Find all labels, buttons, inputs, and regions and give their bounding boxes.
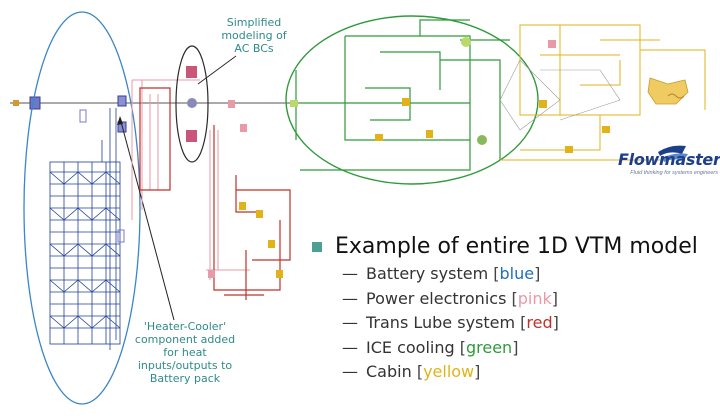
component-box-icon xyxy=(117,229,125,243)
arrowhead-icon xyxy=(117,116,123,125)
square-bullet-icon xyxy=(312,241,322,252)
ac-junction-icon xyxy=(187,98,197,108)
simplified-modeling-pointer xyxy=(197,55,237,85)
component-box-icon xyxy=(208,270,215,278)
component-box-icon xyxy=(256,210,263,218)
component-box-icon xyxy=(79,109,87,123)
component-box-icon xyxy=(276,270,283,278)
dash-bullet-icon: — xyxy=(342,337,358,357)
heater-cooler-pointer-arrow xyxy=(119,117,175,321)
legend-item-color-name: red xyxy=(526,313,553,332)
legend-item-color-name: pink xyxy=(517,288,552,308)
battery-pack-grid xyxy=(49,108,121,350)
legend-item-label: Power electronics xyxy=(366,288,512,308)
component-box-icon xyxy=(239,202,246,210)
trans-lube-lines xyxy=(139,87,291,300)
legend-item-label: Trans Lube system xyxy=(366,313,521,332)
car-seat-icon xyxy=(647,77,689,105)
component-box-icon xyxy=(565,146,573,153)
flowmaster-brand: Flowmaster Fluid thinking for systems en… xyxy=(618,150,720,176)
legend-title-row: Example of entire 1D VTM model xyxy=(312,234,698,259)
dash-bullet-icon: — xyxy=(342,264,358,283)
pump-icon xyxy=(461,37,471,47)
legend-item: —Cabin [yellow] xyxy=(342,360,698,385)
pump-icon xyxy=(477,135,487,145)
battery-system-ellipse xyxy=(23,11,141,405)
cabin-gray-lines xyxy=(499,59,621,131)
dash-bullet-icon: — xyxy=(342,313,358,332)
heater-cooler-annotation: 'Heater-Cooler' component added for heat… xyxy=(134,320,236,385)
component-box-icon xyxy=(539,100,547,108)
dash-bullet-icon: — xyxy=(342,288,358,308)
cabin-wave-icon xyxy=(667,93,685,99)
inlet-small-icon xyxy=(13,100,19,106)
legend-item: —Power electronics [pink] xyxy=(342,287,698,312)
inlet-component-icon xyxy=(29,96,41,110)
legend-item: —ICE cooling [green] xyxy=(342,336,698,361)
legend-item-color-name: blue xyxy=(499,264,535,283)
legend-title: Example of entire 1D VTM model xyxy=(335,234,698,259)
legend-item-color-name: yellow xyxy=(423,362,475,381)
component-box-icon xyxy=(602,126,610,133)
component-box-icon xyxy=(426,130,433,138)
legend-item-label: Battery system xyxy=(366,264,494,283)
brand-name: Flowmaster xyxy=(618,150,720,169)
component-box-icon xyxy=(117,95,127,107)
legend-item-color-name: green xyxy=(465,337,513,357)
component-box-icon xyxy=(290,100,298,107)
component-box-icon xyxy=(240,124,247,132)
component-box-icon xyxy=(548,40,556,48)
legend-item-label: ICE cooling xyxy=(366,337,460,357)
ice-cooling-ellipse xyxy=(285,15,539,185)
dash-bullet-icon: — xyxy=(342,362,358,381)
legend-item-label: Cabin xyxy=(366,362,417,381)
ac-bc-icon xyxy=(186,130,197,142)
component-box-icon xyxy=(375,134,383,141)
legend-item: —Trans Lube system [red] xyxy=(342,311,698,336)
brand-tagline: Fluid thinking for systems engineers xyxy=(630,170,718,176)
ac-bc-icon xyxy=(186,66,197,78)
simplified-modeling-annotation: Simplified modeling of AC BCs xyxy=(221,16,287,55)
legend-item: —Battery system [blue] xyxy=(342,262,698,287)
ice-cooling-lines xyxy=(295,19,510,171)
model-legend: Example of entire 1D VTM model — Battery … xyxy=(312,234,698,385)
component-box-icon xyxy=(228,100,235,108)
power-electronics-lines xyxy=(131,79,250,280)
component-box-icon xyxy=(268,240,275,248)
flowmaster-logo-icon xyxy=(658,145,688,162)
legend-list: —Battery system [blue]—Power electronics… xyxy=(342,262,698,385)
component-box-icon xyxy=(402,98,410,106)
ac-bc-ellipse xyxy=(175,45,209,163)
